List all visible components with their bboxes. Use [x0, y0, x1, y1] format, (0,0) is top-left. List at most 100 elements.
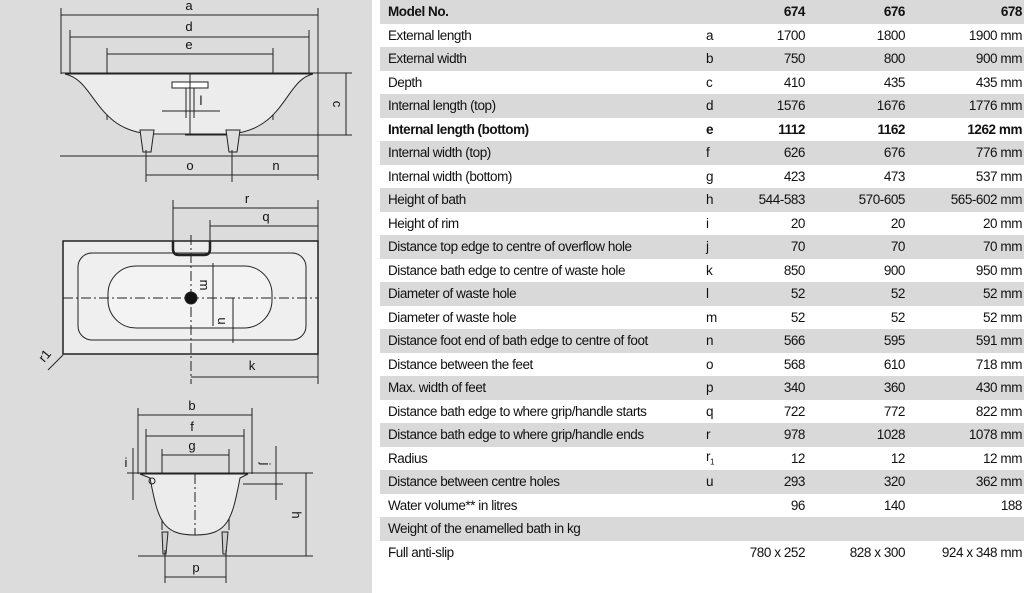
header-model-674: 674: [783, 4, 806, 20]
value-676: 772: [883, 403, 906, 419]
dim-label-u: u: [215, 317, 230, 324]
dim-label-r1: r1: [35, 346, 54, 364]
value-674: 750: [783, 51, 806, 67]
value-674: 340: [783, 380, 806, 396]
value-674: 52: [790, 309, 806, 325]
dim-label-m: m: [197, 280, 212, 291]
value-678: 188: [1000, 497, 1023, 513]
value-674: 1576: [776, 98, 806, 114]
value-676: 1676: [876, 98, 906, 114]
row-symbol: m: [706, 309, 717, 325]
row-label: Distance between the feet: [388, 356, 533, 372]
row-label: Internal width (bottom): [388, 168, 512, 184]
value-676: 676: [883, 145, 906, 161]
dim-label-r: r: [245, 191, 250, 206]
value-678: 718 mm: [975, 356, 1023, 372]
value-678: 537 mm: [975, 168, 1023, 184]
row-label: Distance bath edge to where grip/handle …: [388, 427, 644, 443]
value-674: 52: [790, 286, 806, 302]
dim-label-l: l: [200, 93, 203, 108]
value-674: 568: [783, 356, 806, 372]
value-678: 430 mm: [975, 380, 1023, 396]
row-label: Distance between centre holes: [388, 474, 560, 490]
value-676: 1028: [876, 427, 906, 443]
value-678: 70 mm: [982, 239, 1022, 255]
header-label: Model No.: [388, 4, 449, 20]
value-676: 1162: [877, 121, 906, 137]
value-678: 20 mm: [982, 215, 1022, 231]
row-label: Distance top edge to centre of overflow …: [388, 239, 632, 255]
row-label: External width: [388, 51, 467, 67]
table-row: Distance top edge to centre of overflow …: [380, 235, 1024, 259]
dim-label-b: b: [188, 398, 195, 413]
row-symbol: p: [706, 380, 714, 396]
value-676: 900: [883, 262, 906, 278]
value-676: 52: [890, 309, 906, 325]
row-label: External length: [388, 27, 472, 43]
dim-label-g: g: [188, 438, 195, 453]
row-label: Distance bath edge to where grip/handle …: [388, 403, 647, 419]
value-678: 776 mm: [975, 145, 1023, 161]
value-674: 850: [783, 262, 806, 278]
row-symbol: f: [706, 145, 710, 161]
value-678: 950 mm: [975, 262, 1023, 278]
value-676: 828 x 300: [849, 544, 906, 560]
cross-section-drawing: b f g i j h p: [125, 398, 313, 583]
value-676: 320: [883, 474, 906, 490]
value-678: 900 mm: [975, 51, 1023, 67]
dim-label-c: c: [330, 101, 345, 108]
row-label: Water volume** in litres: [388, 497, 517, 513]
dim-label-j: j: [258, 462, 273, 466]
value-676: 800: [883, 51, 906, 67]
value-676: 360: [883, 380, 906, 396]
table-row: Internal width (top) f 626 676 776 mm: [380, 141, 1024, 165]
table-row: Weight of the enamelled bath in kg: [380, 517, 1024, 541]
row-label: Distance bath edge to centre of waste ho…: [388, 262, 626, 278]
row-symbol: l: [706, 286, 709, 302]
value-676: 70: [890, 239, 906, 255]
row-label: Diameter of waste hole: [388, 309, 517, 325]
row-label: Height of bath: [388, 192, 466, 208]
dim-label-k: k: [249, 358, 256, 373]
dim-label-i: i: [125, 455, 128, 470]
table-row: External width b 750 800 900 mm: [380, 47, 1024, 71]
value-678: 591 mm: [975, 333, 1023, 349]
value-674: 1700: [776, 27, 806, 43]
row-label: Internal width (top): [388, 145, 491, 161]
row-label: Internal length (bottom): [388, 121, 529, 137]
side-elevation-drawing: a d e l c o n: [60, 0, 352, 182]
value-674: 423: [783, 168, 806, 184]
row-label: Max. width of feet: [388, 380, 486, 396]
row-symbol: d: [706, 98, 714, 114]
row-symbol: k: [706, 262, 713, 278]
value-678: 435 mm: [975, 74, 1023, 90]
row-symbol: n: [706, 333, 714, 349]
row-symbol: u: [706, 474, 714, 490]
row-symbol: q: [706, 403, 714, 419]
value-674: 20: [790, 215, 806, 231]
row-symbol: c: [706, 74, 713, 90]
dim-label-o: o: [186, 158, 193, 173]
value-674: 626: [783, 145, 806, 161]
technical-drawings: a d e l c o n r q m u k r1: [0, 0, 372, 593]
value-674: 12: [790, 450, 806, 466]
plan-view-drawing: r q m u k r1: [35, 191, 319, 384]
value-674: 544-583: [758, 192, 806, 208]
header-model-678: 678: [1000, 4, 1023, 20]
value-674: 978: [783, 427, 806, 443]
row-label: Internal length (top): [388, 98, 496, 114]
row-label: Height of rim: [388, 215, 459, 231]
row-symbol: b: [706, 51, 714, 67]
row-symbol: o: [706, 356, 714, 372]
value-676: 610: [883, 356, 906, 372]
value-674: 96: [790, 497, 806, 513]
dim-label-n: n: [272, 158, 279, 173]
dim-label-p: p: [192, 560, 199, 575]
